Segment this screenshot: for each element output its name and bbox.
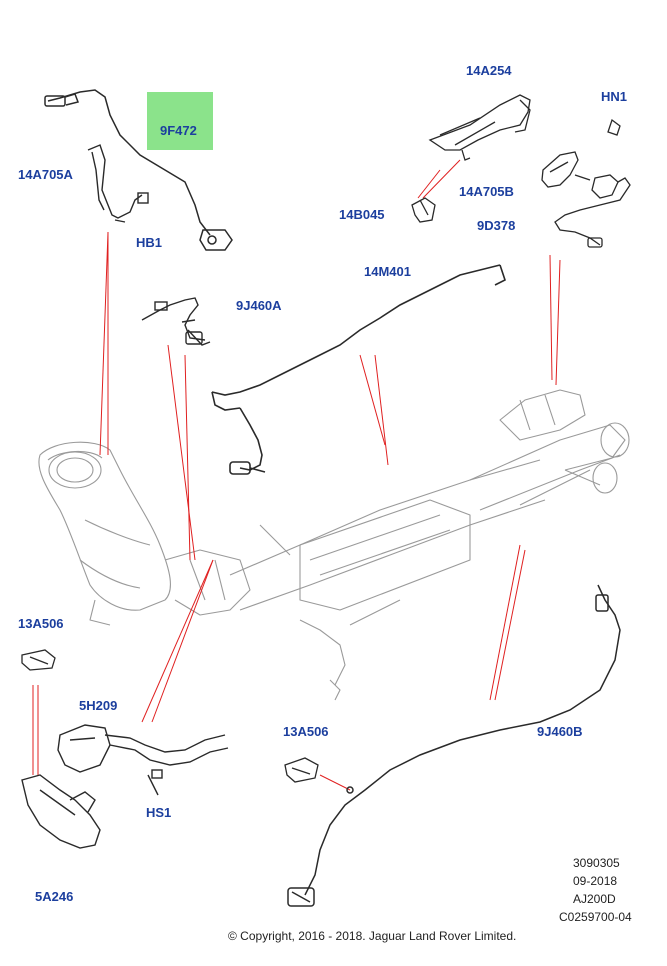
- illustration-code: 3090305: [573, 856, 620, 870]
- part-label-13a506-right[interactable]: 13A506: [283, 724, 329, 739]
- part-label-hs1[interactable]: HS1: [146, 805, 172, 820]
- part-14a705a-bracket: [87, 144, 149, 223]
- exhaust-frame-ghost: [38, 389, 630, 701]
- part-label-9d378[interactable]: 9D378: [477, 218, 516, 233]
- part-14a254-bracket: [428, 94, 531, 161]
- part-label-14a705a[interactable]: 14A705A: [18, 167, 73, 182]
- part-label-9j460b[interactable]: 9J460B: [537, 724, 583, 739]
- part-9j460b-sensor: [287, 584, 621, 907]
- part-label-14a254[interactable]: 14A254: [466, 63, 512, 78]
- part-label-14m401[interactable]: 14M401: [364, 264, 411, 279]
- part-label-9f472[interactable]: 9F472: [160, 123, 197, 138]
- highlighted-part-box: [147, 92, 213, 150]
- part-14a705b-and-9d378: [541, 118, 631, 248]
- part-label-hb1[interactable]: HB1: [136, 235, 163, 250]
- illustration-date: 09-2018: [573, 874, 618, 888]
- part-label-9j460a[interactable]: 9J460A: [236, 298, 282, 313]
- part-5h209-and-5a246: [21, 724, 229, 849]
- part-13a506-left-clip: [21, 649, 56, 671]
- part-14m401-harness: [211, 264, 506, 475]
- part-9f472-sensor: [44, 89, 233, 251]
- part-13a506-right-clip: [284, 757, 319, 783]
- part-label-14a705b[interactable]: 14A705B: [459, 184, 514, 199]
- illustration-ref: C0259700-04: [559, 910, 632, 924]
- part-label-hn1[interactable]: HN1: [601, 89, 628, 104]
- part-14b045-clip: [411, 197, 436, 223]
- part-label-5a246[interactable]: 5A246: [35, 889, 74, 904]
- leader-lines: [32, 159, 561, 791]
- copyright-notice: © Copyright, 2016 - 2018. Jaguar Land Ro…: [228, 929, 517, 943]
- illustration-model: AJ200D: [573, 892, 616, 906]
- part-label-5h209[interactable]: 5H209: [79, 698, 118, 713]
- part-label-13a506-left[interactable]: 13A506: [18, 616, 64, 631]
- part-label-14b045[interactable]: 14B045: [339, 207, 385, 222]
- part-9j460a-sensor: [141, 297, 211, 346]
